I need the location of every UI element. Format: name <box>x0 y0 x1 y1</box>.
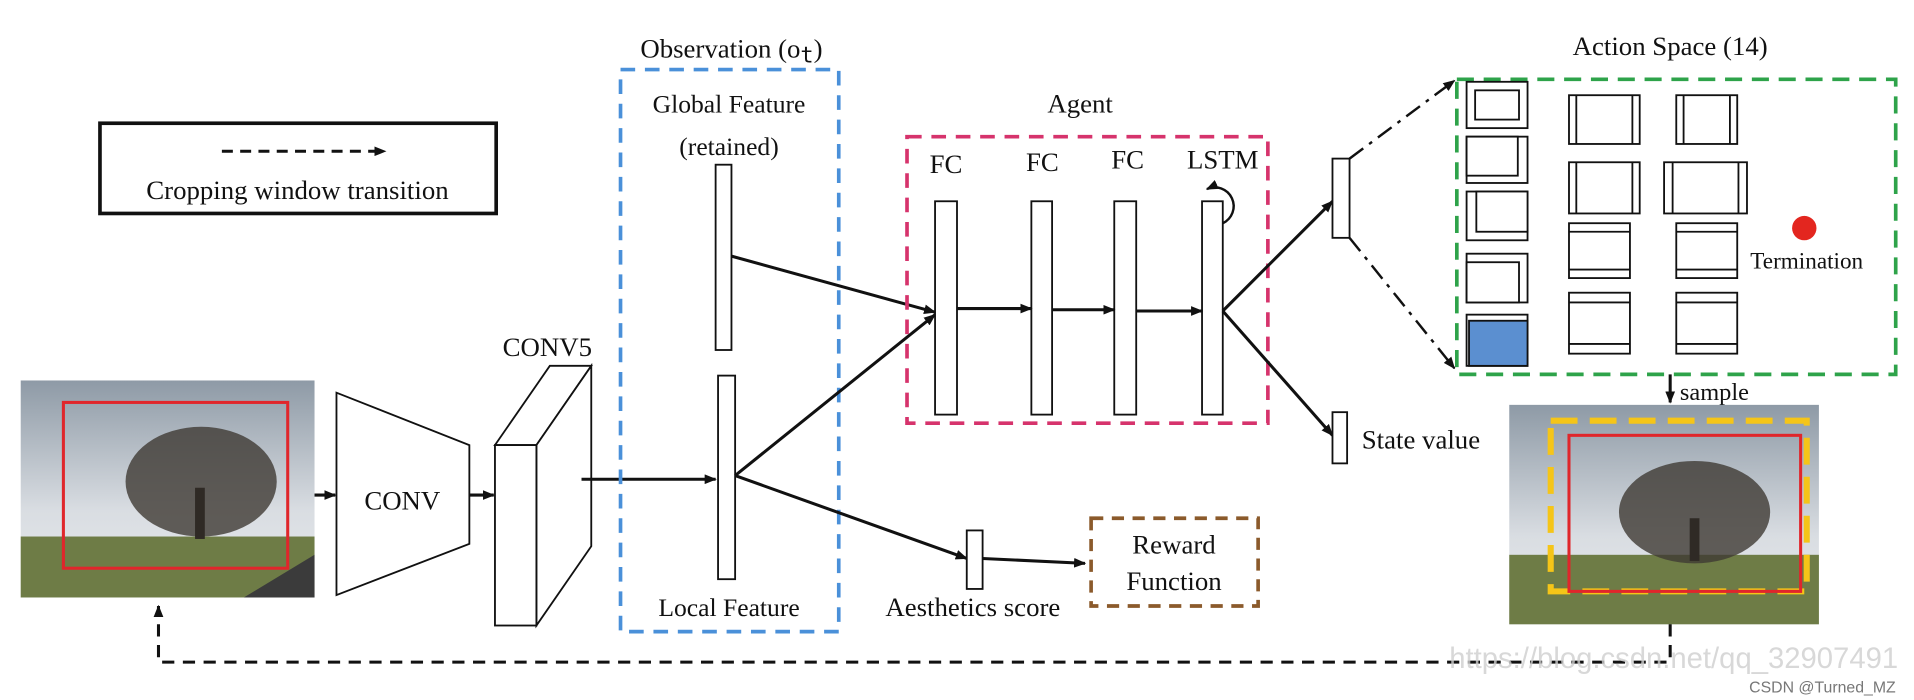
observation-box: Observation (ot) Global Feature (retaine… <box>618 33 841 634</box>
output-image <box>1509 404 1819 625</box>
action-space-box: Action Space (14) Termination <box>1455 31 1898 377</box>
agent-box: Agent FC FC FC LSTM <box>905 88 1270 425</box>
fc1-label: FC <box>930 149 963 179</box>
sample-label: sample <box>1680 379 1749 406</box>
termination-label: Termination <box>1750 248 1863 274</box>
action-move-vertical-icon <box>1675 222 1739 279</box>
lstm-layer <box>1201 200 1224 416</box>
conv5-block: CONV5 <box>493 332 594 629</box>
action-move-wide-icon <box>1663 161 1748 215</box>
conv5-label: CONV5 <box>503 332 592 362</box>
action-move-tall-icon <box>1675 291 1739 355</box>
action-space-title: Action Space (14) <box>1573 31 1768 61</box>
legend-label: Cropping window transition <box>146 175 448 205</box>
conv-block: CONV <box>335 391 471 597</box>
reward-label: Reward <box>1132 530 1216 560</box>
fc3-label: FC <box>1111 144 1144 174</box>
fc3-layer <box>1113 200 1138 416</box>
policy-bar <box>1331 157 1351 239</box>
local-feature-bar <box>717 374 737 581</box>
action-expand-horizontal-icon <box>1568 94 1641 145</box>
lstm-label: LSTM <box>1187 144 1259 174</box>
action-shrink-all-icon <box>1465 80 1529 130</box>
legend: Cropping window transition <box>98 121 499 216</box>
global-feature-label: Global Feature <box>653 89 806 118</box>
action-expand-vertical-icon <box>1568 222 1631 279</box>
state-value-label: State value <box>1362 425 1480 455</box>
action-shrink-right-bottom-icon <box>1465 135 1529 184</box>
reward-function-box: Reward Function <box>1089 516 1260 608</box>
action-shrink-vertical-icon <box>1568 291 1631 355</box>
crop-window <box>61 400 290 570</box>
transition-loop-arrow <box>153 604 1672 664</box>
agent-title: Agent <box>1047 88 1113 118</box>
new-crop-window <box>1567 433 1803 593</box>
state-value-bar <box>1331 411 1349 465</box>
action-shrink-left-bottom-icon <box>1465 190 1529 242</box>
global-feature-bar <box>714 163 733 351</box>
watermark-url: https://blog.csdn.net/qq_32907491 <box>1449 643 1898 675</box>
input-image <box>20 380 315 598</box>
local-feature-label: Local Feature <box>658 593 799 622</box>
function-label: Function <box>1126 566 1221 596</box>
retained-label: (retained) <box>679 132 778 161</box>
aesthetics-bar <box>965 529 984 590</box>
conv-label: CONV <box>364 486 441 516</box>
fc2-label: FC <box>1026 147 1059 177</box>
watermark-credit: CSDN @Turned_MZ <box>1749 680 1896 697</box>
recurrent-loop-icon <box>1205 180 1235 225</box>
action-shrink-right-top-icon <box>1465 252 1529 304</box>
fc1-layer <box>934 200 958 416</box>
observation-title: Observation (ot) <box>640 33 822 68</box>
action-move-horizontal-icon <box>1675 94 1739 145</box>
action-shrink-horizontal-icon <box>1568 161 1641 215</box>
fc2-layer <box>1030 200 1054 416</box>
aesthetics-score-label: Aesthetics score <box>885 592 1060 622</box>
action-selected-icon <box>1465 313 1529 367</box>
termination-dot <box>1792 215 1817 241</box>
